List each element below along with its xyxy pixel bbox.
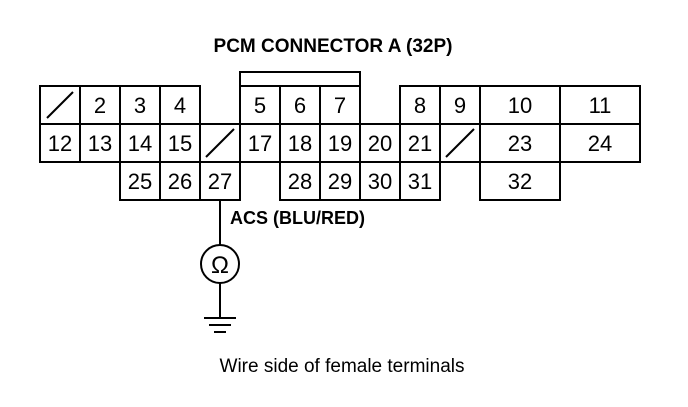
pin-19-label: 19 (328, 131, 352, 156)
pin-7-label: 7 (334, 93, 346, 118)
pin-2-label: 2 (94, 93, 106, 118)
wire-label: ACS (BLU/RED) (230, 208, 365, 228)
pin-25-label: 25 (128, 169, 152, 194)
pin-10-label: 10 (508, 93, 532, 118)
pin-32 (479, 161, 561, 201)
pin-30-label: 30 (368, 169, 392, 194)
ground-icon (204, 317, 236, 333)
pin-32-label: 32 (508, 169, 532, 194)
unused-cavity-slash (445, 128, 475, 158)
pin-29-label: 29 (328, 169, 352, 194)
ohmmeter-icon: Ω (200, 244, 240, 284)
connector-key (239, 71, 361, 86)
pin-10 (479, 85, 561, 125)
pin-20-label: 20 (368, 131, 392, 156)
pin-25 (119, 161, 161, 201)
caption: Wire side of female terminals (220, 356, 465, 377)
row-3: 25 26 27 28 29 30 31 32 (119, 161, 561, 201)
pin-29 (319, 161, 361, 201)
pin-17 (239, 123, 281, 163)
pin-11 (559, 85, 641, 125)
pin-15-label: 15 (168, 131, 192, 156)
pin-14 (119, 123, 161, 163)
row-1: 2 3 4 5 6 7 8 9 10 11 (39, 85, 641, 125)
pin-27-label: 27 (208, 169, 232, 194)
pin-18-label: 18 (288, 131, 312, 156)
pin-17-label: 17 (248, 131, 272, 156)
ohm-symbol: Ω (211, 252, 229, 279)
pin-4-label: 4 (174, 93, 186, 118)
pin-9-label: 9 (454, 93, 466, 118)
pin-7 (319, 85, 361, 125)
pin-8-label: 8 (414, 93, 426, 118)
pin-23 (479, 123, 561, 163)
pin-24-label: 24 (588, 131, 612, 156)
pin-28-label: 28 (288, 169, 312, 194)
pin-30 (359, 161, 401, 201)
pin-24 (559, 123, 641, 163)
pin-26 (159, 161, 201, 201)
pin-20 (359, 123, 401, 163)
unused-cavity-slash (205, 128, 235, 158)
pin-5-label: 5 (254, 93, 266, 118)
pin-11-label: 11 (589, 93, 612, 118)
unused-cavity-slash (46, 91, 74, 119)
pin-31 (399, 161, 441, 201)
pin-15 (159, 123, 201, 163)
pin-6-label: 6 (294, 93, 306, 118)
pin-21-label: 21 (408, 131, 432, 156)
pin-14-label: 14 (128, 131, 152, 156)
pin-3-label: 3 (134, 93, 146, 118)
row-2: 12 13 14 15 17 18 19 20 21 23 24 (39, 123, 641, 163)
pin-12-label: 12 (48, 131, 72, 156)
pin-31-label: 31 (408, 169, 432, 194)
pin-23-label: 23 (508, 131, 532, 156)
pin-13-label: 13 (88, 131, 112, 156)
pin-27 (199, 161, 241, 201)
diagram-title: PCM CONNECTOR A (32P) (214, 36, 453, 57)
pin-26-label: 26 (168, 169, 192, 194)
